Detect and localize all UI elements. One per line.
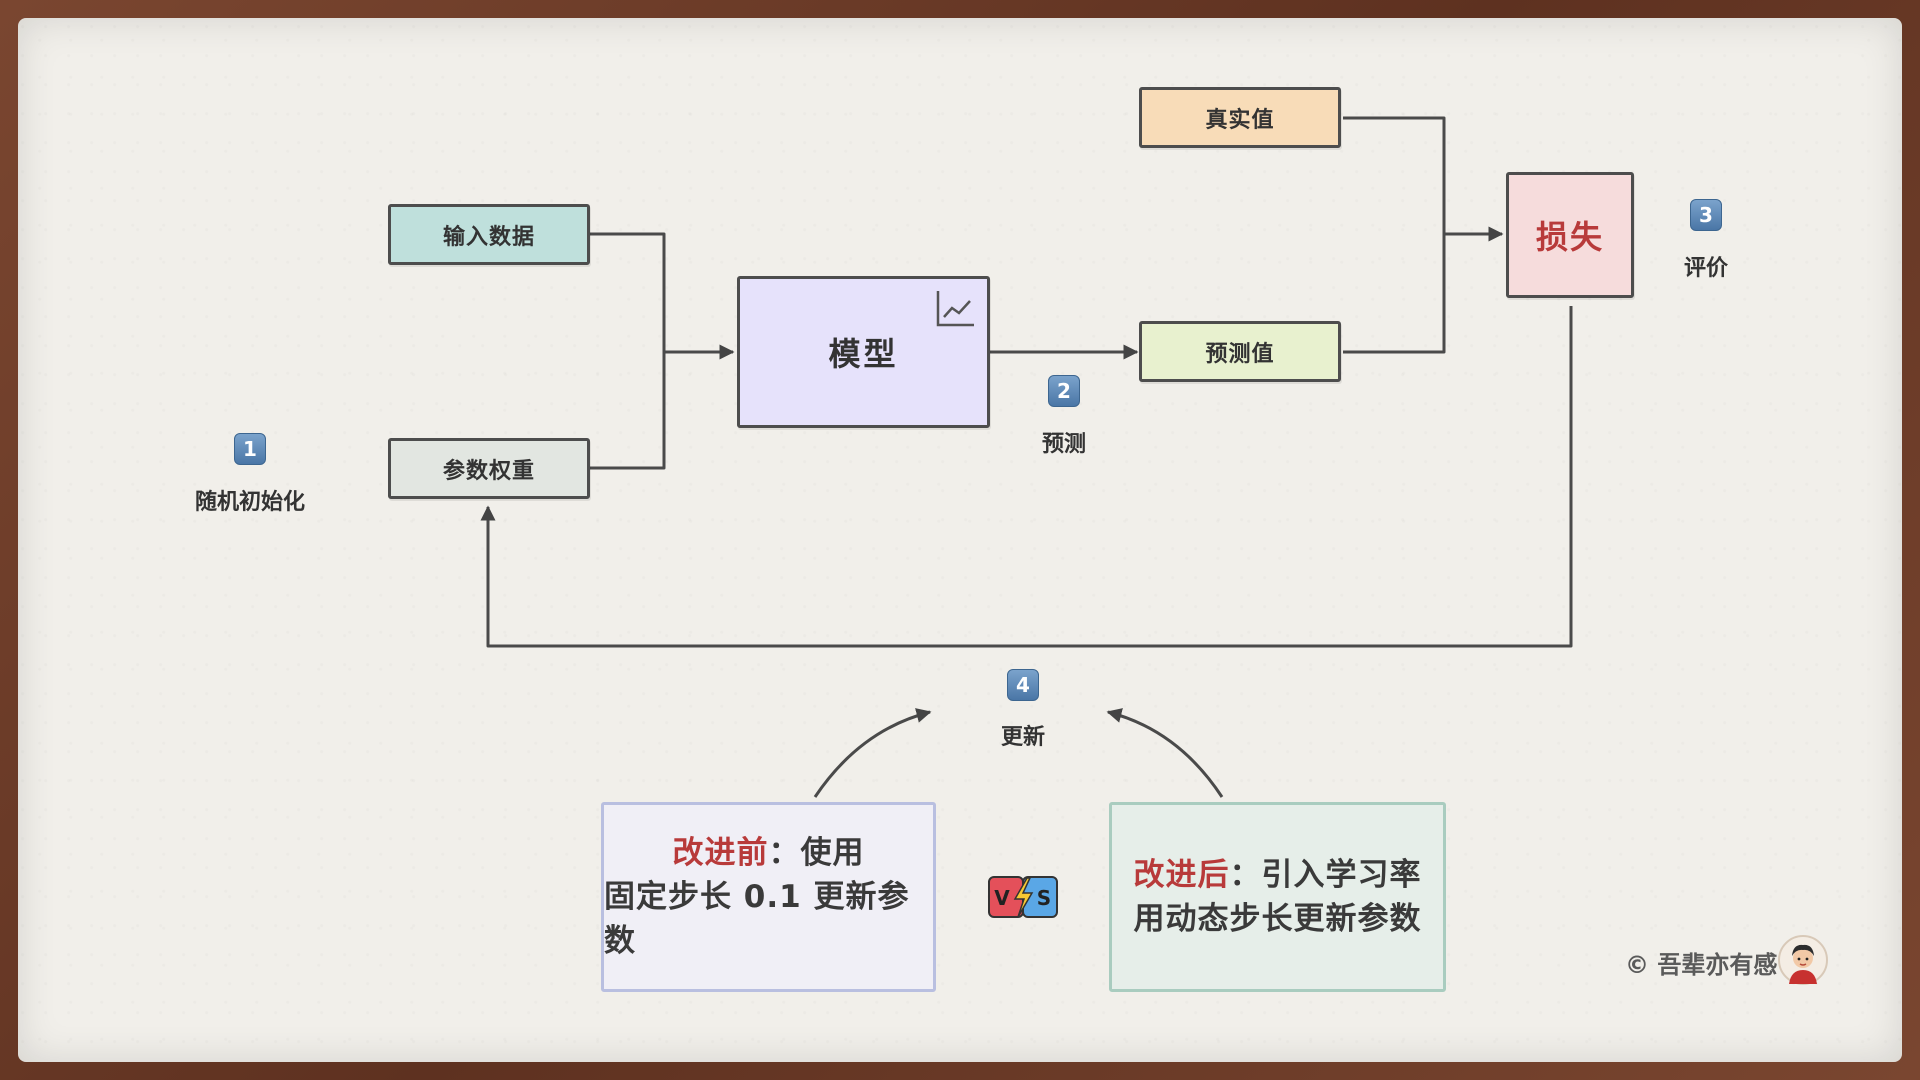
step-2-badge: 2 — [1048, 375, 1080, 407]
weights-to-model-connector — [590, 352, 666, 470]
line-chart-icon — [936, 291, 974, 327]
vs-icon: V S — [988, 876, 1058, 918]
after-rest: ：引入学习率 — [1229, 857, 1422, 893]
predicted-value-label: 预测值 — [1205, 341, 1275, 367]
true-to-loss-connector — [1343, 116, 1446, 234]
step-1-badge: 1 — [234, 433, 266, 465]
before-highlight: 改进前 — [672, 835, 769, 871]
vs-letter-s: S — [1037, 886, 1051, 910]
step-2-label: 预测 — [1041, 432, 1086, 457]
model-node: 模型 — [737, 276, 990, 428]
input-data-node: 输入数据 — [388, 204, 590, 265]
avatar-icon — [1778, 935, 1828, 985]
true-value-node: 真实值 — [1139, 87, 1341, 148]
before-curve-arrow — [813, 708, 932, 798]
after-highlight: 改进后 — [1133, 857, 1230, 893]
input-to-model-connector — [590, 232, 666, 352]
param-weights-node: 参数权重 — [388, 438, 590, 499]
before-note-line2: 固定步长 0.1 更新参数 — [604, 879, 910, 959]
after-note-line2: 用动态步长更新参数 — [1133, 901, 1422, 937]
before-note: 改进前：使用 固定步长 0.1 更新参数 — [601, 802, 936, 992]
step-3-label: 评价 — [1683, 256, 1728, 281]
param-weights-label: 参数权重 — [442, 458, 535, 484]
feedback-loop-arrow — [480, 306, 1573, 648]
loss-label: 损失 — [1535, 218, 1604, 256]
step-4-label: 更新 — [1000, 725, 1045, 750]
predicted-value-node: 预测值 — [1139, 321, 1341, 382]
loss-node: 损失 — [1506, 172, 1634, 298]
after-note: 改进后：引入学习率 用动态步长更新参数 — [1109, 802, 1446, 992]
copyright-text: © 吾辈亦有感 — [1625, 951, 1778, 979]
before-note-line1: 改进前：使用 — [673, 831, 865, 875]
true-value-label: 真实值 — [1205, 107, 1275, 133]
prediction-to-loss-connector — [1343, 234, 1446, 354]
after-curve-arrow — [1106, 708, 1224, 798]
step-3-badge: 3 — [1690, 199, 1722, 231]
vs-letter-v: V — [994, 886, 1010, 910]
after-note-line1: 改进后：引入学习率 — [1134, 853, 1422, 897]
model-label: 模型 — [828, 335, 899, 373]
input-data-label: 输入数据 — [442, 224, 535, 250]
before-rest: ：使用 — [768, 835, 865, 871]
step-1-label: 随机初始化 — [194, 490, 305, 515]
step-4-badge: 4 — [1007, 669, 1039, 701]
